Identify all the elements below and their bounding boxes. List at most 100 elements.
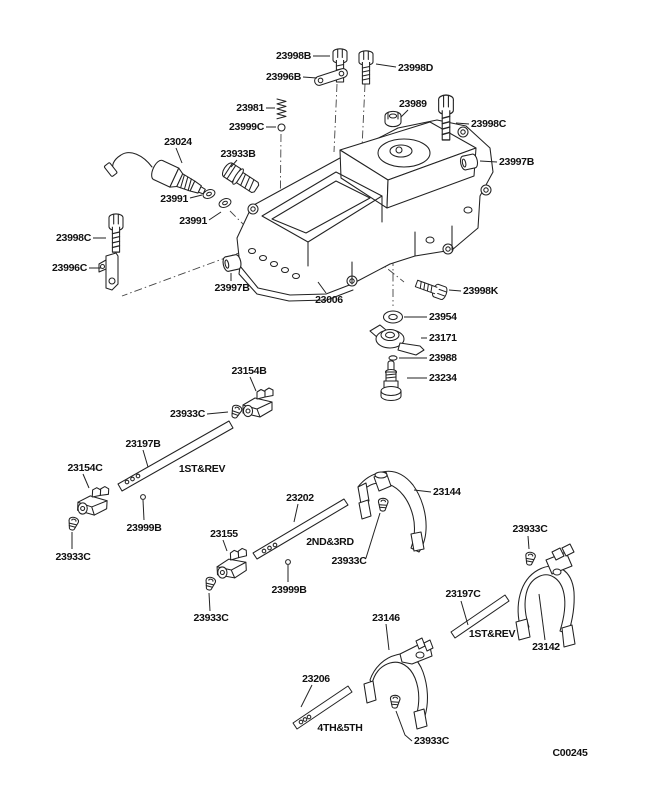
leader-line bbox=[189, 194, 203, 199]
transmission-case-drawing bbox=[236, 119, 494, 302]
leader-line bbox=[300, 684, 313, 708]
check-plug-icon bbox=[203, 575, 217, 592]
part-number-label: 23142 bbox=[532, 641, 560, 653]
part-number-label: 23933C bbox=[194, 612, 230, 624]
striking-lever-drawing bbox=[369, 324, 425, 356]
part-number-label: 23998D bbox=[398, 62, 434, 74]
part-number-label: 23933C bbox=[332, 555, 368, 567]
leader-line bbox=[206, 411, 229, 415]
leader-line bbox=[538, 593, 546, 641]
part-number-label: 23202 bbox=[286, 492, 314, 504]
bushing-icon bbox=[458, 152, 480, 172]
diagram-code: C00245 bbox=[553, 747, 588, 759]
check-plug-icon bbox=[389, 694, 401, 709]
part-number-label: 23155 bbox=[210, 528, 238, 540]
part-number-label: 23154C bbox=[68, 462, 104, 474]
shift-fork-drawing bbox=[357, 470, 427, 553]
part-number-label: 23999C bbox=[229, 121, 265, 133]
check-plug-icon bbox=[523, 551, 537, 567]
part-labels-layer: 23998B 23996B 23998D 23981 23999C 23989 23998C… bbox=[52, 50, 588, 759]
leader-line bbox=[395, 710, 413, 742]
detent-ball-icon bbox=[285, 559, 291, 565]
leader-line bbox=[317, 281, 327, 294]
leader-line bbox=[400, 109, 409, 118]
leader-line bbox=[479, 160, 498, 163]
plunger-drawing bbox=[380, 360, 402, 402]
rod-bracket-drawing bbox=[76, 484, 110, 517]
part-number-label: 23998C bbox=[471, 118, 507, 130]
part-number-label: 23197C bbox=[446, 588, 482, 600]
part-number-label: 23206 bbox=[302, 673, 330, 685]
nut-icon bbox=[384, 110, 402, 128]
shift-fork-drawing bbox=[363, 637, 434, 730]
part-number-label: 23933C bbox=[414, 735, 450, 747]
leader-line bbox=[448, 289, 462, 292]
washer-icon bbox=[382, 310, 404, 324]
check-plug-icon bbox=[66, 515, 80, 532]
rod-usage-label: 1ST&REV bbox=[179, 463, 226, 475]
leader-line bbox=[230, 159, 238, 168]
part-number-label: 23997B bbox=[215, 282, 251, 294]
part-number-label: 23144 bbox=[433, 486, 461, 498]
shift-fork-drawing bbox=[515, 543, 576, 648]
part-number-label: 23999B bbox=[272, 584, 308, 596]
part-number-label: 23999B bbox=[127, 522, 163, 534]
leader-line bbox=[527, 535, 530, 550]
part-number-label: 23154B bbox=[232, 365, 268, 377]
part-number-label: 23996C bbox=[52, 262, 88, 274]
part-number-label: 23991 bbox=[179, 215, 207, 227]
bolt-icon bbox=[358, 50, 374, 85]
rod-bracket-drawing bbox=[215, 547, 249, 580]
leader-line bbox=[82, 473, 90, 489]
part-number-label: 23998B bbox=[276, 50, 312, 62]
leader-line bbox=[385, 623, 390, 651]
part-number-label: 23996B bbox=[266, 71, 302, 83]
fork-rod-drawing bbox=[117, 420, 234, 492]
rod-usage-label: 4TH&5TH bbox=[317, 722, 362, 734]
fork-rod-drawing bbox=[450, 594, 510, 639]
rod-usage-label: 2ND&3RD bbox=[306, 536, 354, 548]
check-plug-icon bbox=[228, 403, 244, 420]
leader-line bbox=[208, 211, 222, 221]
leader-line bbox=[142, 449, 149, 468]
leader-line bbox=[455, 122, 470, 125]
part-number-label: 23197B bbox=[126, 438, 162, 450]
part-number-label: 23933C bbox=[170, 408, 206, 420]
part-number-label: 23998K bbox=[463, 285, 499, 297]
rod-bracket-drawing bbox=[242, 387, 274, 418]
leader-line bbox=[142, 499, 145, 521]
leader-line bbox=[175, 147, 183, 164]
bolt-icon bbox=[108, 213, 124, 253]
part-number-label: 23146 bbox=[372, 612, 400, 624]
bracket-drawing bbox=[98, 252, 119, 291]
leader-line bbox=[413, 489, 432, 493]
leader-line bbox=[375, 63, 397, 68]
part-number-label: 23997B bbox=[499, 156, 535, 168]
leader-line bbox=[222, 539, 228, 552]
part-number-label: 23998C bbox=[56, 232, 92, 244]
o-ring-icon bbox=[388, 355, 398, 361]
part-number-label: 23954 bbox=[429, 311, 457, 323]
part-number-label: 23988 bbox=[429, 352, 457, 364]
part-number-label: 23933B bbox=[221, 148, 257, 160]
fork-rod-drawing bbox=[292, 685, 353, 730]
leader-line bbox=[365, 512, 381, 559]
bracket-strap-drawing bbox=[314, 68, 348, 86]
part-number-label: 23006 bbox=[315, 294, 343, 306]
part-number-label: 23981 bbox=[236, 102, 264, 114]
leader-line bbox=[249, 376, 257, 392]
part-number-label: 23933C bbox=[513, 523, 549, 535]
rod-usage-label: 1ST&REV bbox=[469, 628, 516, 640]
detent-ball-icon bbox=[140, 494, 146, 500]
leader-line bbox=[293, 503, 299, 523]
washer-icon bbox=[217, 196, 233, 210]
bolt-icon bbox=[413, 276, 449, 301]
backup-lamp-switch-drawing bbox=[104, 152, 206, 195]
switch-plug-drawing bbox=[221, 162, 260, 193]
check-plug-icon bbox=[377, 497, 389, 512]
check-ball-icon bbox=[277, 123, 286, 132]
leader-lines-layer bbox=[71, 55, 546, 742]
part-number-label: 23989 bbox=[399, 98, 427, 110]
